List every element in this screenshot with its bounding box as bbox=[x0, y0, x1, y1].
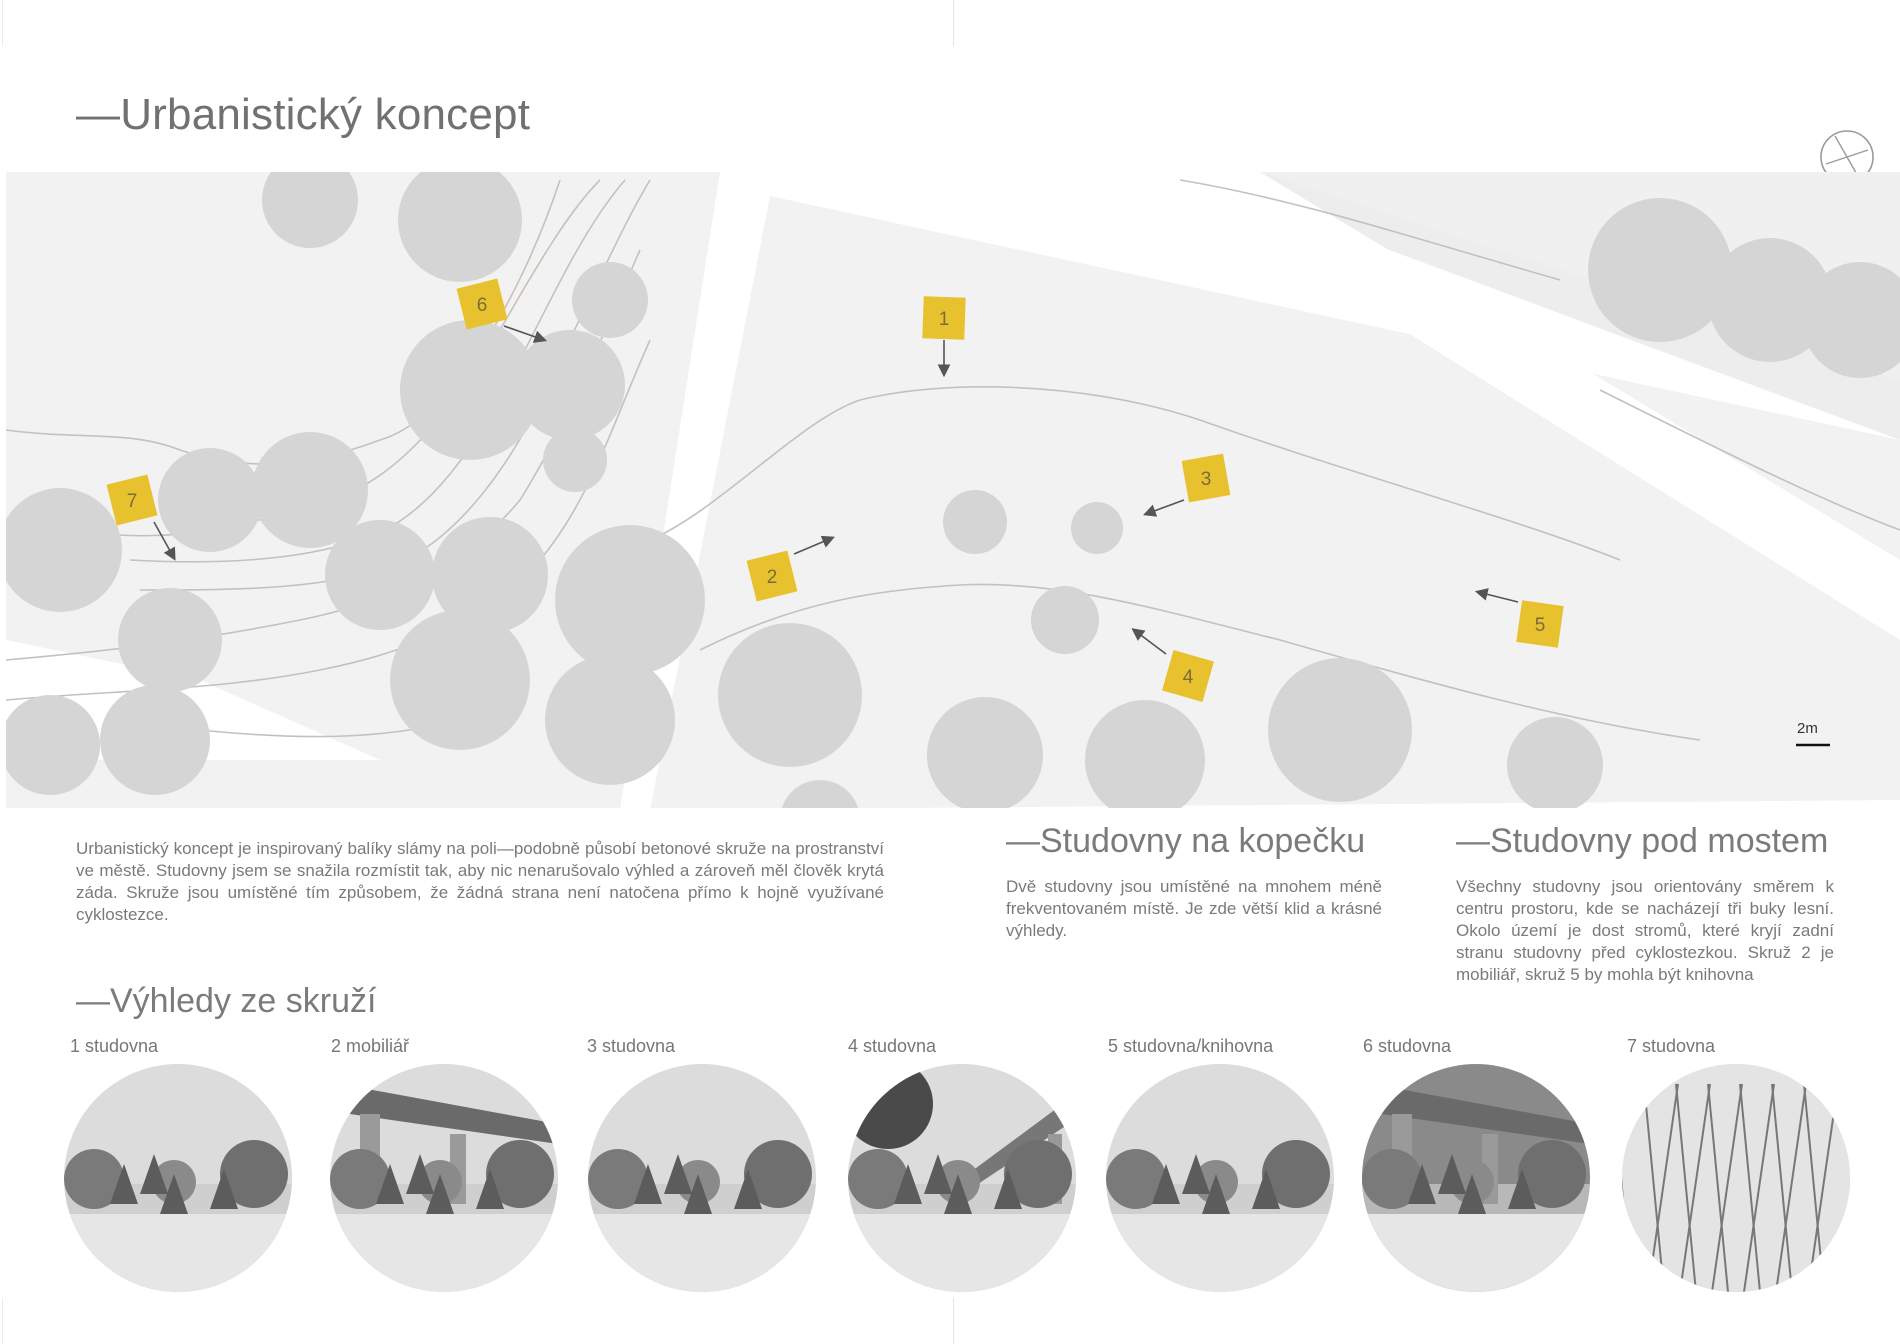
marker-direction-arrow bbox=[1474, 588, 1519, 603]
marker-direction-arrow bbox=[503, 325, 548, 343]
section-title-bridge: —Studovny pod mostem bbox=[1456, 822, 1829, 860]
page-fold-line bbox=[953, 1298, 954, 1344]
marker-square bbox=[1162, 650, 1214, 702]
view-photo bbox=[588, 1064, 816, 1292]
plan-marker: 6 bbox=[456, 278, 548, 343]
view-label: 2 mobiliář bbox=[331, 1036, 410, 1056]
page-fold-line bbox=[953, 0, 954, 46]
view-label: 4 studovna bbox=[848, 1036, 937, 1056]
marker-square bbox=[106, 474, 158, 526]
marker-direction-arrow bbox=[1131, 628, 1167, 655]
view-photo bbox=[330, 1064, 558, 1292]
plan-marker: 2 bbox=[746, 535, 835, 602]
marker-square bbox=[922, 296, 966, 340]
view-photo bbox=[1106, 1064, 1334, 1292]
views-title: —Výhledy ze skruží bbox=[76, 982, 377, 1020]
page-edge bbox=[2, 0, 3, 46]
plan-marker: 5 bbox=[1474, 588, 1564, 648]
scale-label: 2m bbox=[1797, 720, 1818, 737]
marker-square bbox=[1181, 453, 1231, 503]
marker-label: 2 bbox=[767, 567, 778, 588]
view-label: 7 studovna bbox=[1627, 1036, 1716, 1056]
view-photo bbox=[1622, 1064, 1850, 1292]
view-label: 6 studovna bbox=[1363, 1036, 1452, 1056]
section-text-hill: Dvě studovny jsou umístěné na mnohem mén… bbox=[1006, 877, 1382, 940]
marker-label: 6 bbox=[477, 295, 488, 316]
plan-marker: 7 bbox=[106, 474, 176, 561]
intro-text: Urbanistický koncept je inspirovaný balí… bbox=[76, 839, 884, 924]
marker-square bbox=[1516, 600, 1564, 648]
plan-marker: 1 bbox=[922, 296, 966, 378]
marker-direction-arrow bbox=[793, 535, 835, 555]
view-photo bbox=[1362, 1064, 1590, 1292]
plan-marker: 3 bbox=[1142, 453, 1231, 517]
marker-label: 7 bbox=[127, 491, 138, 512]
section-text-bridge: Všechny studovny jsou orientovány směrem… bbox=[1456, 877, 1834, 984]
marker-square bbox=[746, 550, 798, 602]
view-label: 3 studovna bbox=[587, 1036, 676, 1056]
view-label: 1 studovna bbox=[70, 1036, 159, 1056]
marker-direction-arrow bbox=[153, 521, 176, 561]
view-photo bbox=[848, 1064, 1076, 1292]
section-title-hill: —Studovny na kopečku bbox=[1006, 822, 1366, 860]
plan-marker: 4 bbox=[1131, 628, 1214, 702]
page-edge bbox=[2, 1298, 3, 1344]
marker-direction-arrow bbox=[1142, 499, 1185, 517]
marker-label: 5 bbox=[1535, 615, 1546, 636]
marker-label: 4 bbox=[1183, 667, 1194, 688]
marker-label: 3 bbox=[1201, 469, 1212, 490]
view-label: 5 studovna/knihovna bbox=[1108, 1036, 1274, 1056]
site-plan: 1 2 3 4 5 6 7 2m bbox=[6, 172, 1900, 808]
marker-label: 1 bbox=[939, 309, 950, 330]
marker-square bbox=[456, 278, 508, 330]
view-photo bbox=[64, 1064, 292, 1292]
page-title: —Urbanistický koncept bbox=[76, 90, 531, 139]
